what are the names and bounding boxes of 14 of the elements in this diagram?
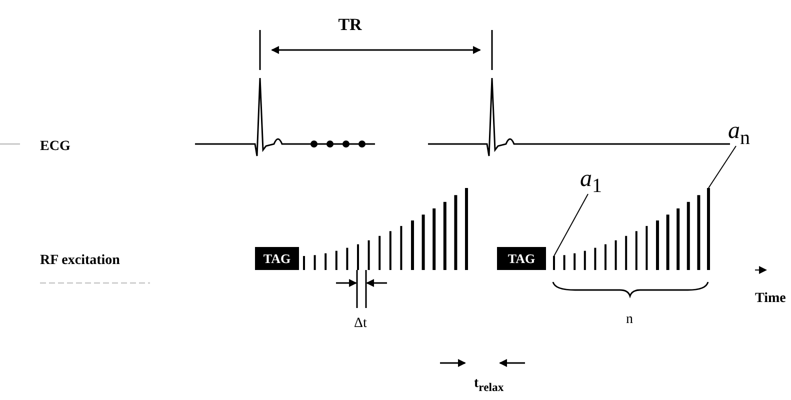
interval-label: TR [338,16,362,33]
interval-label: Δt [354,317,367,331]
track-label: RF excitation [40,254,120,268]
amplitude-label: a$_{1}$ [580,166,602,198]
interval-label: t$_{relax}$ [474,377,504,394]
track-label: ECG [40,140,70,154]
tag-pulse-block: TAG [255,247,299,270]
count-label: n [626,313,633,327]
leader-line [554,194,588,256]
axis-label: Time [755,292,786,306]
leader-line [708,146,736,188]
amplitude-label: a$_{n}$ [728,118,750,150]
rf-pulse-bar [707,188,710,270]
tag-pulse-block: TAG [497,247,546,270]
